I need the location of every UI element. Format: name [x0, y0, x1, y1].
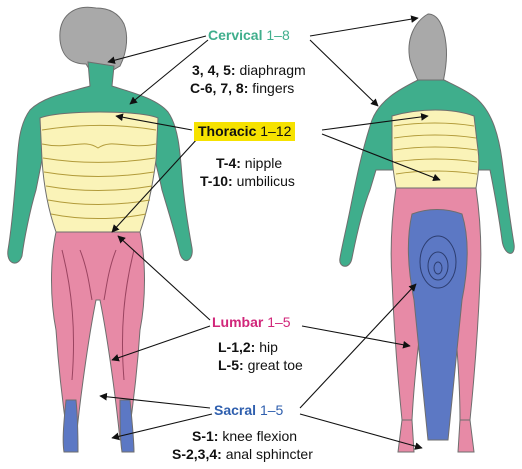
sacral-note-1: S-1: knee flexion [192, 428, 297, 445]
cervical-range: 1–8 [266, 27, 289, 43]
cervical-note-2: C-6, 7, 8: fingers [190, 80, 294, 97]
sacral-note-2-key: S-2,3,4: [172, 446, 222, 462]
cervical-name: Cervical [208, 27, 262, 43]
thoracic-note-2-text: umbilicus [237, 173, 295, 189]
thoracic-label: Thoracic 1–12 [194, 122, 295, 141]
cervical-note-1-text: diaphragm [239, 62, 305, 78]
thoracic-note-2-key: T-10: [200, 173, 233, 189]
front-body-figure [8, 7, 192, 452]
lumbar-note-2-text: great toe [248, 357, 303, 373]
lumbar-note-2: L-5: great toe [218, 357, 303, 374]
lumbar-name: Lumbar [212, 314, 263, 330]
cervical-label: Cervical 1–8 [208, 27, 290, 44]
sacral-note-2: S-2,3,4: anal sphincter [172, 446, 313, 463]
thoracic-note-1: T-4: nipple [216, 155, 282, 172]
thoracic-note-2: T-10: umbilicus [200, 173, 295, 190]
cervical-note-1: 3, 4, 5: diaphragm [192, 62, 306, 79]
lumbar-note-1-key: L-1,2: [218, 339, 255, 355]
lumbar-label: Lumbar 1–5 [212, 314, 291, 331]
lumbar-range: 1–5 [267, 314, 290, 330]
sacral-note-2-text: anal sphincter [226, 446, 313, 462]
lumbar-note-1-text: hip [259, 339, 278, 355]
lumbar-note-2-key: L-5: [218, 357, 244, 373]
thoracic-note-1-key: T-4: [216, 155, 241, 171]
thoracic-name: Thoracic [198, 123, 256, 139]
thoracic-range: 1–12 [260, 123, 291, 139]
cervical-note-1-key: 3, 4, 5: [192, 62, 236, 78]
sacral-note-1-text: knee flexion [222, 428, 297, 444]
sacral-note-1-key: S-1: [192, 428, 218, 444]
cervical-note-2-key: C-6, 7, 8: [190, 80, 248, 96]
sacral-name: Sacral [214, 402, 256, 418]
front-thoracic-region [40, 112, 158, 232]
back-sacral-region [408, 210, 467, 441]
back-body-figure [340, 14, 514, 452]
thoracic-note-1-text: nipple [245, 155, 282, 171]
sacral-label: Sacral 1–5 [214, 402, 283, 419]
cervical-note-2-text: fingers [252, 80, 294, 96]
lumbar-note-1: L-1,2: hip [218, 339, 278, 356]
sacral-range: 1–5 [260, 402, 283, 418]
front-sacral-region [63, 400, 78, 452]
